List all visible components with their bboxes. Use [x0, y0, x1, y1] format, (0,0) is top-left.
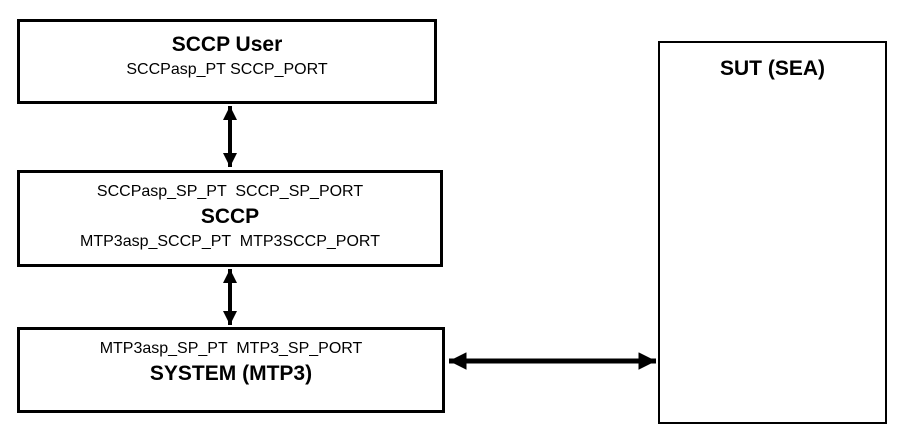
box-sccp-user: SCCP User SCCPasp_PT SCCP_PORT: [17, 19, 437, 104]
sut-title: SUT (SEA): [720, 57, 825, 80]
sccp-lower-ports: MTP3asp_SCCP_PT MTP3SCCP_PORT: [80, 233, 380, 250]
box-sut: SUT (SEA): [658, 41, 887, 424]
system-mtp3-ports: MTP3asp_SP_PT MTP3_SP_PORT: [99, 340, 363, 357]
box-system-mtp3: MTP3asp_SP_PT MTP3_SP_PORT SYSTEM (MTP3): [17, 327, 445, 413]
sccp-user-ports: SCCPasp_PT SCCP_PORT: [126, 61, 328, 78]
system-mtp3-title: SYSTEM (MTP3): [149, 362, 313, 385]
box-sccp: SCCPasp_SP_PT SCCP_SP_PORT SCCP MTP3asp_…: [17, 170, 443, 267]
sccp-upper-ports: SCCPasp_SP_PT SCCP_SP_PORT: [96, 183, 364, 200]
sccp-title: SCCP: [200, 205, 260, 228]
sccp-user-title: SCCP User: [171, 33, 283, 56]
